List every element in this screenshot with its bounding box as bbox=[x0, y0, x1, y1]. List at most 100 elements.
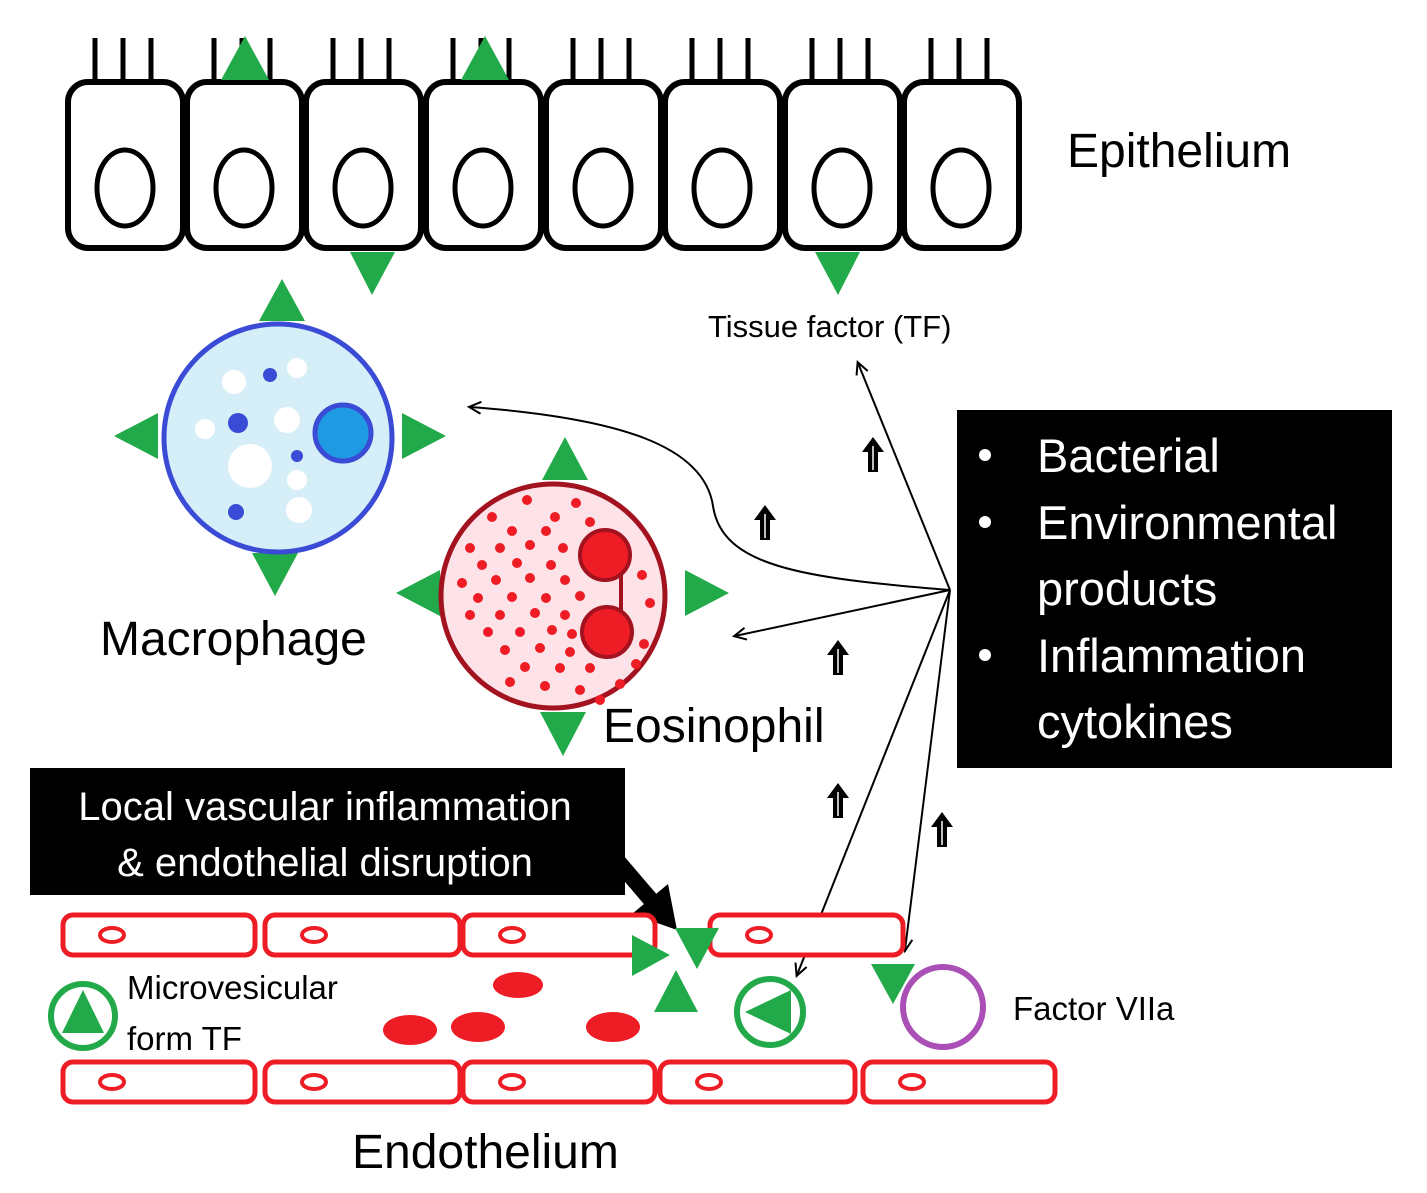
bullet bbox=[979, 649, 991, 661]
bullet bbox=[979, 449, 991, 461]
up-arrow-icon bbox=[754, 505, 776, 540]
macrophage-granule bbox=[263, 368, 277, 382]
epithelial-cell bbox=[782, 38, 903, 251]
macrophage-cell-body bbox=[161, 321, 395, 555]
eosinophil-granule bbox=[500, 645, 510, 655]
arrow-to-macrophage bbox=[466, 400, 951, 591]
endothelial-cell bbox=[460, 912, 658, 958]
stimuli-box: Bacterial Environmental products Inflamm… bbox=[957, 410, 1392, 768]
endothelium-layer bbox=[60, 912, 1058, 1105]
tissue-factor-marker bbox=[402, 413, 446, 459]
epithelial-cell bbox=[901, 38, 1022, 251]
eosinophil-granule bbox=[512, 558, 522, 568]
tissue-factor-marker bbox=[654, 970, 698, 1012]
eosinophil-granule bbox=[541, 593, 551, 603]
eosinophil-granule bbox=[631, 659, 641, 669]
endothelial-cell-body bbox=[707, 912, 906, 958]
callout: Local vascular inflammation & endothelia… bbox=[30, 768, 677, 930]
eosinophil-granule bbox=[565, 647, 575, 657]
stimulus-bacterial: Bacterial bbox=[1037, 429, 1220, 482]
tissue-factor-marker bbox=[396, 570, 440, 616]
endothelial-cell-body bbox=[60, 912, 258, 958]
epithelial-cell bbox=[662, 38, 783, 251]
endothelial-cell-body bbox=[657, 1059, 858, 1105]
eosinophil-granule bbox=[507, 592, 517, 602]
eosinophil-granule bbox=[483, 627, 493, 637]
eosinophil-granule bbox=[550, 512, 560, 522]
up-arrow-icon bbox=[931, 812, 953, 847]
endothelial-cell bbox=[707, 912, 906, 958]
eosinophil-nucleus-lobe bbox=[580, 605, 634, 659]
endothelial-cell bbox=[860, 1059, 1058, 1105]
epithelial-cell-nucleus bbox=[930, 147, 992, 229]
legend-label-line1: Microvesicular bbox=[127, 969, 338, 1006]
eosinophil-label: Eosinophil bbox=[603, 700, 824, 753]
eosinophil-granule bbox=[495, 543, 505, 553]
endothelial-cell-nucleus bbox=[300, 926, 328, 944]
epithelial-cell-nucleus bbox=[811, 147, 873, 229]
tissue-factor-marker bbox=[685, 570, 729, 616]
macrophage-vacuole bbox=[228, 444, 272, 488]
endothelial-cell-nucleus bbox=[300, 1073, 328, 1091]
epithelial-cell bbox=[303, 38, 424, 251]
endothelial-cell-nucleus bbox=[695, 1073, 723, 1091]
endothelial-cell-body bbox=[60, 1059, 258, 1105]
tissue-factor-marker bbox=[871, 964, 915, 1004]
stimulus-inflammation-line2: cytokines bbox=[1037, 695, 1233, 748]
blood-cells bbox=[383, 972, 640, 1045]
endothelial-cell bbox=[60, 1059, 258, 1105]
epithelium-tissue-factor-markers bbox=[221, 36, 860, 295]
eosinophil-granule bbox=[555, 663, 565, 673]
epithelial-cell-nucleus bbox=[572, 147, 634, 229]
up-arrow-icon bbox=[827, 783, 849, 818]
eosinophil-granule bbox=[571, 498, 581, 508]
eosinophil-granules bbox=[457, 495, 655, 705]
eosinophil-granule bbox=[558, 543, 568, 553]
endothelial-cell bbox=[657, 1059, 858, 1105]
red-blood-cell bbox=[586, 1012, 640, 1042]
eosinophil-nucleus-lobe bbox=[578, 528, 632, 582]
macrophage-vacuole bbox=[195, 419, 215, 439]
epithelial-cell bbox=[423, 38, 544, 251]
endothelial-cell-body bbox=[860, 1059, 1058, 1105]
endothelial-cell-nucleus bbox=[498, 926, 526, 944]
legend-label-line2: form TF bbox=[127, 1020, 242, 1057]
epithelial-cell-nucleus bbox=[332, 147, 394, 229]
macrophage-label: Macrophage bbox=[100, 613, 367, 666]
eosinophil-granule bbox=[535, 643, 545, 653]
tissue-factor-marker bbox=[461, 36, 509, 80]
epithelial-cell-nucleus bbox=[213, 147, 275, 229]
epithelial-cell bbox=[543, 38, 664, 251]
callout-pointer bbox=[591, 832, 658, 906]
eosinophil-granule bbox=[575, 685, 585, 695]
tissue-factor-marker bbox=[114, 413, 158, 459]
callout-line2: & endothelial disruption bbox=[117, 841, 533, 885]
vascular-tissue-factor bbox=[632, 928, 986, 1050]
eosinophil-granule bbox=[541, 526, 551, 536]
up-arrow-icon bbox=[827, 640, 849, 675]
stimulus-environmental-line2: products bbox=[1037, 562, 1217, 615]
eosinophil-granule bbox=[645, 598, 655, 608]
factor-viia bbox=[900, 964, 986, 1050]
endothelial-cell bbox=[262, 1059, 463, 1105]
tissue-factor-marker bbox=[221, 36, 269, 80]
eosinophil-granule bbox=[637, 570, 647, 580]
epithelial-cell-nucleus bbox=[452, 147, 514, 229]
tissue-factor-marker bbox=[632, 935, 670, 976]
arrow-to-endothelium bbox=[899, 589, 951, 954]
endothelial-cell-body bbox=[262, 1059, 463, 1105]
eosinophil-granule bbox=[585, 517, 595, 527]
arrow-to-microvesicle bbox=[794, 589, 951, 979]
macrophage bbox=[114, 279, 446, 596]
eosinophil-granule bbox=[522, 495, 532, 505]
legend-tissue-factor-icon bbox=[62, 990, 104, 1033]
arrow-to-eosinophil bbox=[731, 589, 951, 641]
up-arrow-icon bbox=[862, 437, 884, 472]
eosinophil-granule bbox=[495, 610, 505, 620]
endothelial-cell-nucleus bbox=[745, 926, 773, 944]
endothelial-cell-nucleus bbox=[498, 1073, 526, 1091]
endothelial-cell-body bbox=[262, 912, 463, 958]
macrophage-granule bbox=[228, 504, 244, 520]
tissue-factor-label: Tissue factor (TF) bbox=[708, 309, 951, 344]
